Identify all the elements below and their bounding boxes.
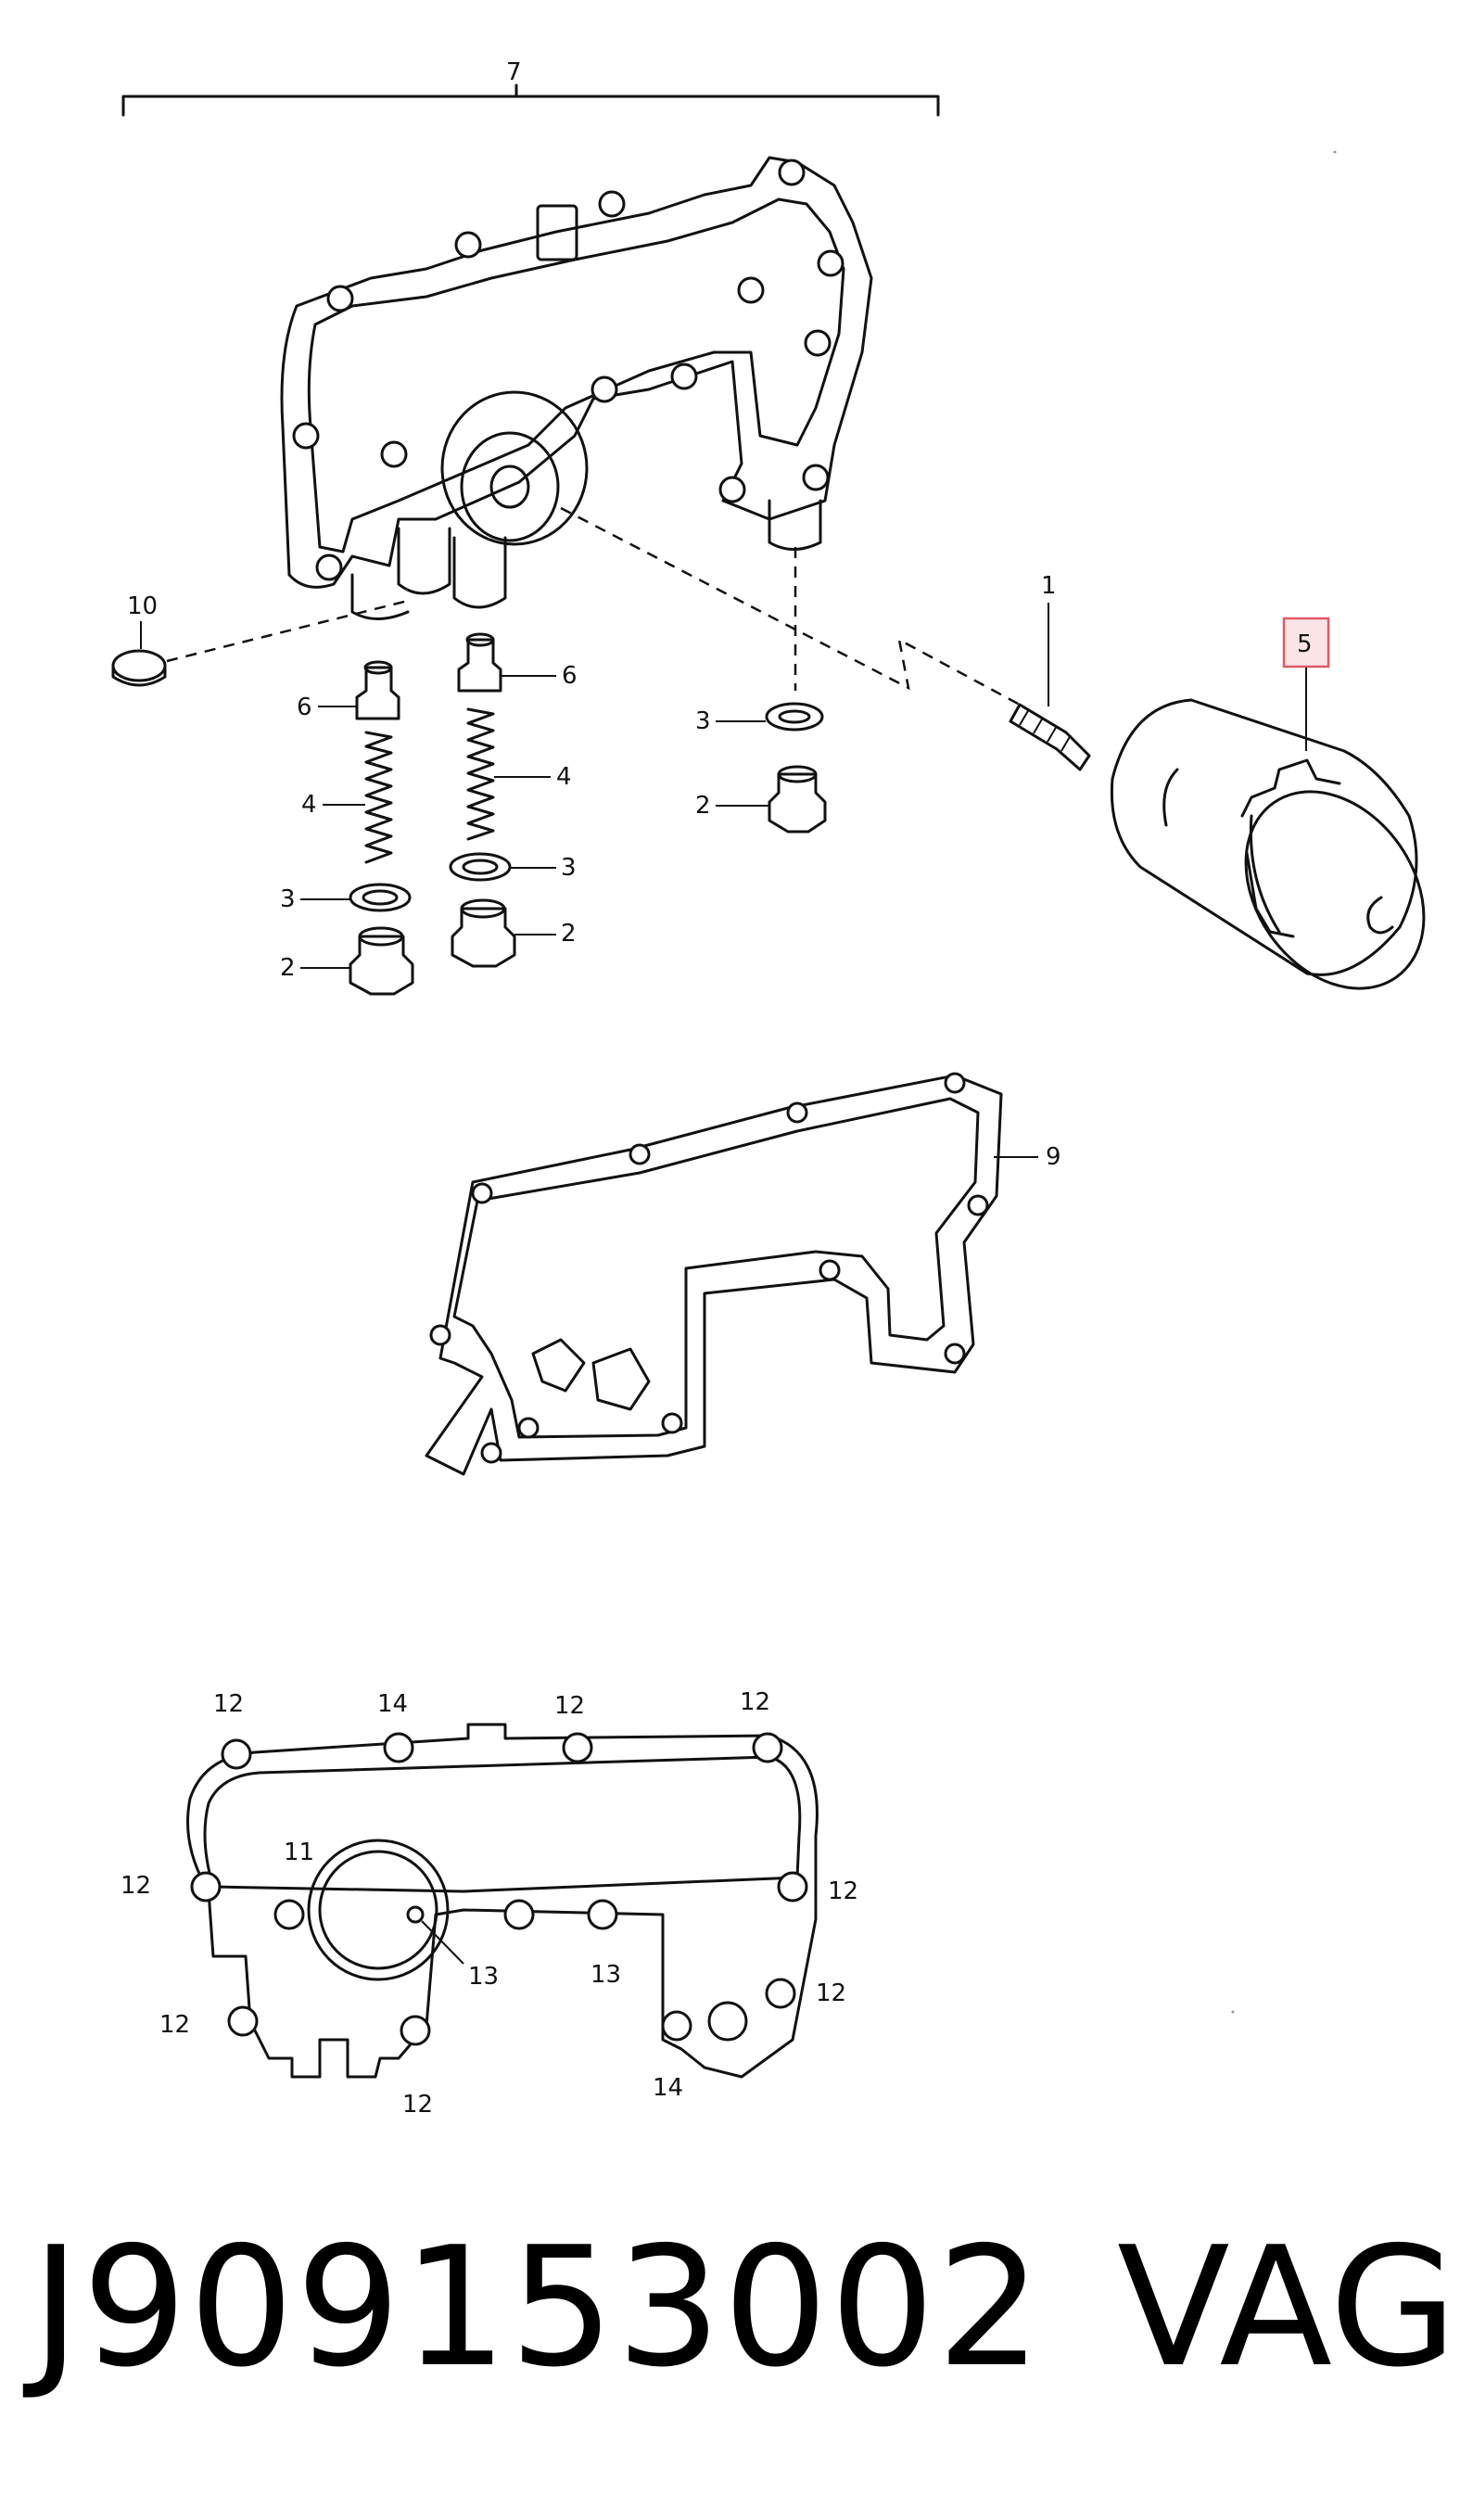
label-2-right: 2 bbox=[561, 920, 577, 948]
oil-filter-housing bbox=[280, 156, 873, 620]
bv-label-12-bottom: 12 bbox=[402, 2091, 433, 2119]
bv-label-11: 11 bbox=[284, 1839, 314, 1866]
label-9: 9 bbox=[1046, 1143, 1061, 1171]
bv-label-12-a: 12 bbox=[213, 1690, 244, 1718]
bv-label-14-top: 14 bbox=[377, 1690, 408, 1718]
bv-label-12-right: 12 bbox=[828, 1877, 858, 1905]
bv-label-12-left: 12 bbox=[121, 1872, 151, 1900]
label-3-right: 3 bbox=[561, 854, 577, 882]
label-5: 5 bbox=[1297, 630, 1313, 658]
right-valve-stack bbox=[449, 632, 516, 968]
label-6-right: 6 bbox=[562, 662, 578, 690]
label-1: 1 bbox=[1041, 572, 1057, 600]
stud-1 bbox=[1009, 703, 1091, 771]
bv-label-12-left-b: 12 bbox=[159, 2011, 190, 2039]
label-4-right: 4 bbox=[556, 763, 572, 791]
diagram-svg: 7 10 bbox=[111, 58, 1426, 2119]
plug-axis-line bbox=[166, 599, 409, 663]
label-6-left: 6 bbox=[297, 694, 312, 721]
left-valve-stack bbox=[349, 660, 414, 996]
highlight-box-5 bbox=[1282, 617, 1330, 668]
bv-label-12-b: 12 bbox=[554, 1692, 585, 1720]
label-2-left: 2 bbox=[280, 954, 296, 982]
label-7: 7 bbox=[506, 58, 522, 86]
bv-label-12-c: 12 bbox=[740, 1688, 770, 1716]
filter-axis-line bbox=[560, 506, 1021, 706]
plug-10 bbox=[111, 649, 167, 687]
oil-filter bbox=[1110, 698, 1426, 990]
brand-name: VAG bbox=[1117, 2211, 1457, 2403]
part-number: J909153002 bbox=[32, 2211, 1044, 2403]
gasket-9 bbox=[425, 1072, 1003, 1476]
label-4-left: 4 bbox=[301, 791, 317, 819]
assembly-bracket bbox=[121, 83, 940, 117]
label-3-left: 3 bbox=[280, 885, 296, 913]
bv-label-13-center: 13 bbox=[468, 1963, 499, 1991]
part-number-footer: J909153002 VAG bbox=[0, 2225, 1473, 2448]
middle-washer-screw bbox=[765, 702, 827, 834]
bv-label-14-bottom: 14 bbox=[653, 2074, 683, 2102]
label-2-mid: 2 bbox=[695, 792, 711, 820]
cover-plate-bottom-view bbox=[186, 1723, 819, 2079]
label-10: 10 bbox=[127, 592, 158, 620]
bv-label-13-mid: 13 bbox=[590, 1961, 621, 1989]
label-3-mid: 3 bbox=[695, 707, 711, 735]
bv-label-12-right-b: 12 bbox=[816, 1979, 846, 2007]
